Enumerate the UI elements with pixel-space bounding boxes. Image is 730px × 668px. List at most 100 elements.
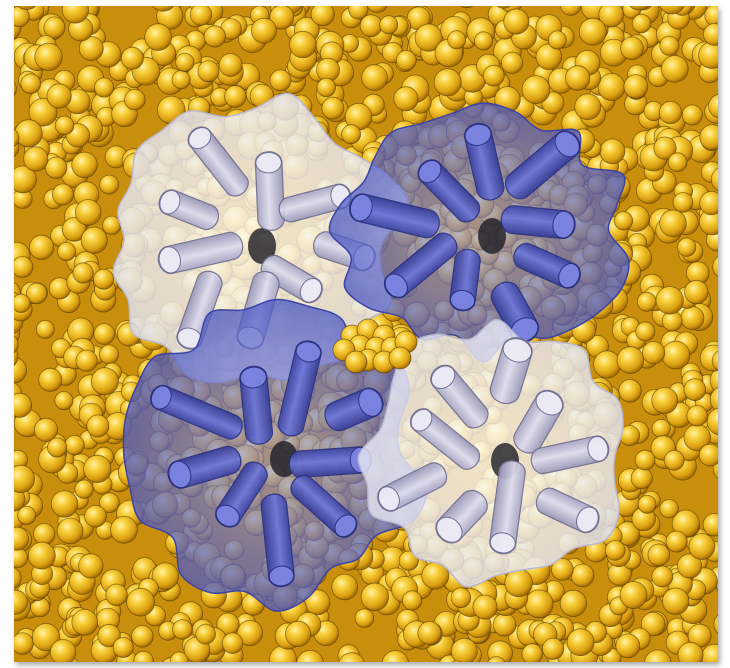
lipid-sphere <box>641 341 666 365</box>
lipid-sphere <box>541 637 565 660</box>
lipid-sphere <box>619 581 648 609</box>
lipid-sphere <box>634 449 656 471</box>
lipid-sphere <box>709 387 718 412</box>
lipid-sphere <box>57 241 77 261</box>
pore-cavity <box>248 228 276 264</box>
subunit-top-right <box>328 102 630 363</box>
helix-cylinder <box>214 461 268 528</box>
lipid-sphere <box>14 119 43 148</box>
lipid-sphere <box>23 146 49 172</box>
helix-cylinder <box>383 232 458 299</box>
helix-cylinder <box>176 270 223 350</box>
lipid-sphere <box>676 553 703 579</box>
lipid-sphere <box>99 174 119 195</box>
lipid-sphere <box>433 68 462 97</box>
helix-cylinder <box>535 487 600 534</box>
lipid-sphere <box>660 55 689 83</box>
lipid-sphere <box>126 587 155 617</box>
lipid-sphere <box>667 152 688 173</box>
lipid-sphere <box>14 81 17 97</box>
lipid-sphere <box>189 6 213 26</box>
lipid-sphere <box>49 639 77 662</box>
helix-cylinder <box>150 384 243 440</box>
lipid-sphere <box>716 580 718 593</box>
lipid-sphere <box>500 51 524 74</box>
lipid-sphere <box>14 356 27 384</box>
lipid-sphere <box>574 93 602 121</box>
lipid-sphere <box>78 36 104 61</box>
helix-cylinder <box>348 193 440 239</box>
lipid-sphere <box>659 499 679 519</box>
lipid-sphere <box>26 282 48 305</box>
lipid-sphere <box>344 350 368 374</box>
lipid-sphere <box>521 75 551 104</box>
lipid-sphere <box>359 14 383 38</box>
lipid-sphere <box>99 492 120 514</box>
helix-cylinder <box>324 387 384 432</box>
pore-cavity <box>478 218 506 254</box>
helix-cylinder <box>377 462 448 512</box>
lipid-sphere <box>74 199 102 226</box>
lipid-sphere <box>618 379 642 403</box>
lipid-sphere <box>398 550 419 571</box>
lipid-sphere <box>250 17 277 44</box>
helix-cylinder <box>430 364 489 429</box>
subunit-bottom-right <box>357 318 624 588</box>
lipid-sphere <box>124 88 146 111</box>
lipid-sphere <box>360 582 390 612</box>
lipid-sphere <box>46 83 72 109</box>
lipid-sphere <box>711 350 718 371</box>
lipid-sphere <box>482 64 505 87</box>
channel-tetramer <box>112 92 630 612</box>
lipid-sphere <box>521 643 543 662</box>
lipid-sphere <box>615 633 641 659</box>
lipid-sphere <box>34 42 63 72</box>
lipid-sphere <box>218 53 243 77</box>
lipid-sphere <box>637 494 657 514</box>
lipid-sphere <box>683 378 707 401</box>
lipid-sphere <box>51 183 74 206</box>
helix-cylinder <box>158 189 220 231</box>
lipid-sphere <box>698 443 718 467</box>
lipid-sphere <box>653 136 677 160</box>
helix-cylinder <box>513 242 581 289</box>
lipid-sphere <box>631 13 652 34</box>
lipid-sphere <box>112 636 134 658</box>
lipid-sphere <box>61 6 89 24</box>
lipid-sphere <box>651 418 671 439</box>
lipid-sphere <box>709 367 718 394</box>
lipid-sphere <box>395 49 417 71</box>
lipid-sphere <box>662 587 690 615</box>
lipid-sphere <box>71 151 98 179</box>
helix-cylinder <box>260 493 295 588</box>
lipid-sphere <box>565 65 591 91</box>
lipid-sphere <box>28 98 58 127</box>
lipid-sphere <box>630 467 653 490</box>
lipid-sphere <box>86 414 110 438</box>
lipid-sphere <box>224 85 247 108</box>
lipid-sphere <box>14 165 37 194</box>
subunit-bottom-left <box>122 298 427 612</box>
helix-cylinder <box>239 365 274 445</box>
lipid-sphere <box>83 454 112 483</box>
lipid-sphere <box>14 293 31 313</box>
lipid-sphere <box>459 6 474 9</box>
lipid-sphere <box>338 652 365 662</box>
lipid-sphere <box>663 449 685 471</box>
helix-cylinder <box>489 460 526 555</box>
helix-cylinder <box>489 337 533 405</box>
lipid-sphere <box>44 156 68 180</box>
lipid-sphere <box>16 6 37 10</box>
lipid-sphere <box>472 594 498 620</box>
helix-cylinder <box>260 254 323 304</box>
lipid-sphere <box>27 541 56 570</box>
lipid-sphere <box>310 6 335 27</box>
lipid-sphere <box>661 340 691 370</box>
lipid-sphere <box>381 650 409 662</box>
membrane-protein-scene <box>14 6 718 662</box>
lipid-sphere <box>417 621 442 646</box>
lipid-sphere <box>38 367 63 392</box>
lipid-sphere <box>566 628 595 657</box>
lipid-sphere <box>80 226 108 254</box>
lipid-sphere <box>559 589 587 618</box>
